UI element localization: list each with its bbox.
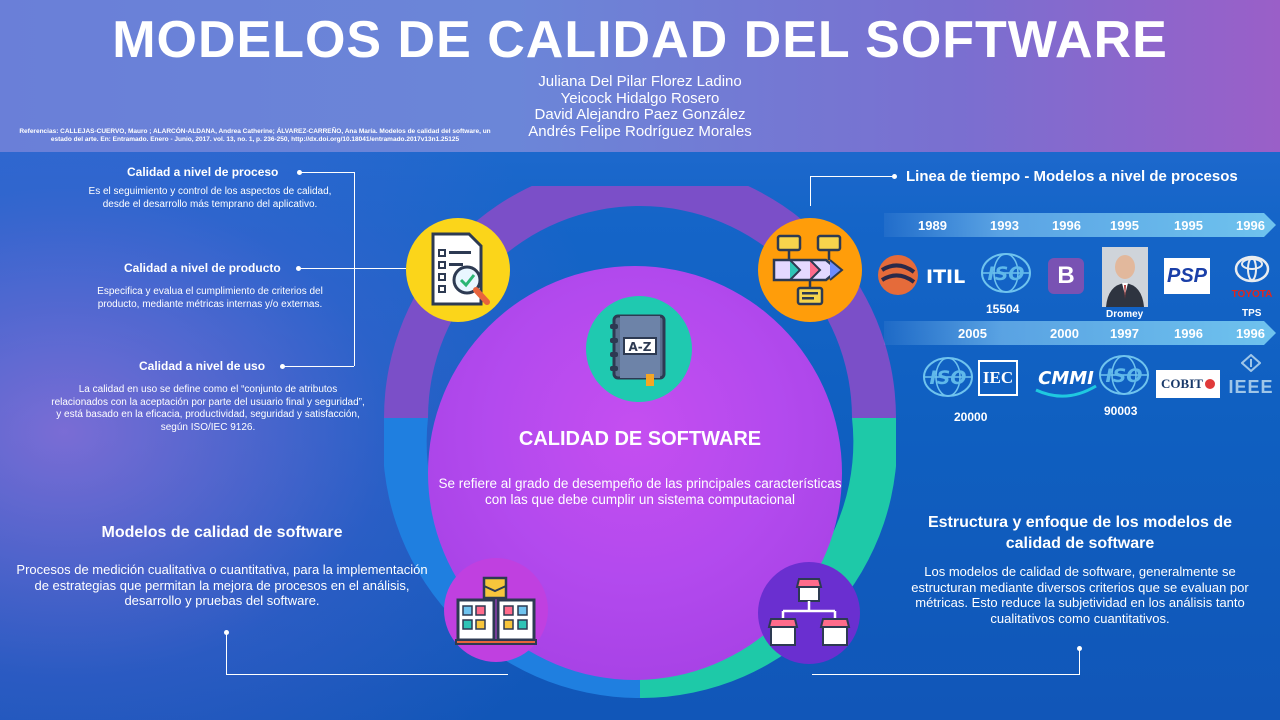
top-right-icon-circle xyxy=(758,218,862,322)
section-text-estructura: Los modelos de calidad de software, gene… xyxy=(911,564,1249,626)
cobit-logo-text: COBIT xyxy=(1161,376,1203,391)
store-network-icon xyxy=(767,578,851,646)
iec-logo: IEC xyxy=(978,360,1018,396)
cobit-logo: COBIT xyxy=(1156,370,1220,398)
bottom-left-icon-circle xyxy=(444,558,548,662)
section-text-uso: La calidad en uso se define como el “con… xyxy=(51,384,365,433)
timeline-year: 2005 xyxy=(958,326,987,341)
checklist-document-icon xyxy=(431,232,490,306)
timeline-year: 1995 xyxy=(1110,218,1139,233)
iso-logo-15504: ISO xyxy=(980,252,1032,294)
iso-logo-90003: ISO xyxy=(1098,354,1150,396)
timeline-year: 1997 xyxy=(1110,326,1139,341)
timeline-year: 1989 xyxy=(918,218,947,233)
timeline-year: 1993 xyxy=(990,218,1019,233)
connector-dot xyxy=(296,266,301,271)
itil-logo: ITIL xyxy=(874,252,970,298)
ieee-diamond-icon xyxy=(1240,353,1262,373)
connector-line xyxy=(300,172,354,173)
section-text-proceso: Es el seguimiento y control de los aspec… xyxy=(88,186,332,210)
section-text-producto: Especifica y evalua el cumplimiento de c… xyxy=(97,286,323,310)
toyota-logo: TOYOTA xyxy=(1226,254,1278,300)
open-book-blocks-icon xyxy=(455,576,537,645)
bottom-right-icon-circle xyxy=(758,562,860,664)
iso-logo-text: ISO xyxy=(1106,365,1143,387)
process-flow-icon xyxy=(772,234,844,306)
connector-line xyxy=(810,176,811,206)
ieee-logo-text: IEEE xyxy=(1228,377,1274,397)
iso-globe-icon: ISO xyxy=(923,357,973,397)
connector-dot xyxy=(280,364,285,369)
section-title-uso: Calidad a nivel de uso xyxy=(139,359,266,373)
author-name: Yeicock Hidalgo Rosero xyxy=(560,89,720,107)
center-text: Se refiere al grado de desempeño de las … xyxy=(438,476,842,507)
psp-logo: PSP xyxy=(1164,258,1210,294)
center-icon-circle: A-Z xyxy=(586,296,692,402)
connector-line xyxy=(284,366,354,367)
iso-globe-icon: ISO xyxy=(981,253,1031,293)
center-title: CALIDAD DE SOFTWARE xyxy=(518,428,762,450)
connector-line xyxy=(226,632,227,674)
connector-line xyxy=(354,172,355,366)
toyota-emblem-icon xyxy=(1234,255,1270,283)
section-text-modelos: Procesos de medición cualitativa o cuant… xyxy=(16,562,428,608)
bootstrap-logo: B xyxy=(1048,258,1084,294)
bootstrap-logo-text: B xyxy=(1057,262,1075,289)
cmmi-logo-text: CMMI xyxy=(1038,368,1094,389)
connector-line xyxy=(300,268,406,269)
iec-logo-text: IEC xyxy=(982,368,1014,387)
connector-line xyxy=(1079,648,1080,674)
authors-list: Juliana Del Pilar Florez Ladino Yeicock … xyxy=(440,73,840,140)
section-title-producto: Calidad a nivel de producto xyxy=(124,261,281,275)
ieee-logo: IEEE xyxy=(1226,353,1276,398)
iso-logo-20000: ISO xyxy=(922,356,974,398)
timeline-year: 2000 xyxy=(1050,326,1079,341)
itil-swirl-icon: ITIL xyxy=(878,255,965,295)
author-name: Andrés Felipe Rodríguez Morales xyxy=(528,122,752,140)
page-title: MODELOS DE CALIDAD DEL SOFTWARE xyxy=(112,11,1168,69)
timeline-title: Linea de tiempo - Modelos a nivel de pro… xyxy=(906,168,1238,185)
label-15504: 15504 xyxy=(986,302,1020,316)
references-text: Referencias: CALLEJAS-CUERVO, Mauro ; AL… xyxy=(19,128,491,143)
iso-globe-icon: ISO xyxy=(1099,355,1149,395)
iso-logo-text: ISO xyxy=(930,367,967,389)
iso-logo-text: ISO xyxy=(988,263,1025,285)
label-dromey: Dromey xyxy=(1106,309,1144,320)
timeline-bar-2 xyxy=(884,321,1276,345)
connector-line xyxy=(812,674,1080,675)
author-name: Juliana Del Pilar Florez Ladino xyxy=(538,73,742,90)
a-z-book-icon: A-Z xyxy=(610,314,666,386)
toyota-logo-text: TOYOTA xyxy=(1231,289,1273,300)
connector-dot xyxy=(297,170,302,175)
section-title-estructura: Estructura y enfoque de los modelos de c… xyxy=(927,514,1233,552)
timeline-year: 1996 xyxy=(1236,326,1265,341)
cmmi-swoosh-icon: CMMI xyxy=(1035,368,1097,398)
dromey-photo xyxy=(1102,247,1148,307)
top-left-icon-circle xyxy=(406,218,510,322)
timeline-year: 1996 xyxy=(1236,218,1265,233)
label-90003: 90003 xyxy=(1104,404,1138,418)
header-band xyxy=(0,0,1280,152)
connector-line xyxy=(226,674,508,675)
person-portrait-icon xyxy=(1102,247,1148,307)
label-tps: TPS xyxy=(1242,308,1262,319)
author-name: David Alejandro Paez González xyxy=(534,106,746,123)
label-20000: 20000 xyxy=(954,410,988,424)
itil-logo-text: ITIL xyxy=(926,266,965,288)
timeline-bar-1 xyxy=(884,213,1276,237)
psp-logo-text: PSP xyxy=(1166,264,1208,287)
cmmi-logo: CMMI xyxy=(1032,360,1100,400)
timeline-year: 1996 xyxy=(1174,326,1203,341)
timeline-year: 1995 xyxy=(1174,218,1203,233)
connector-dot xyxy=(892,174,897,179)
svg-text:A-Z: A-Z xyxy=(629,340,652,354)
section-title-proceso: Calidad a nivel de proceso xyxy=(127,165,279,179)
connector-line xyxy=(810,176,894,177)
cobit-five-icon xyxy=(1204,379,1215,389)
section-title-modelos: Modelos de calidad de software xyxy=(101,524,343,541)
timeline-year: 1996 xyxy=(1052,218,1081,233)
